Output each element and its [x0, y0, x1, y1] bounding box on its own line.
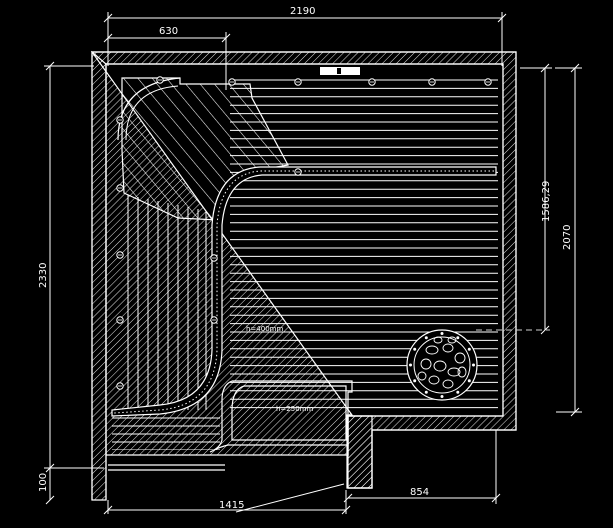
lights — [116, 76, 492, 390]
stove-rim-dot — [413, 347, 417, 351]
top-vent-slot — [337, 68, 341, 74]
upper-bench-height: h=400mm — [246, 325, 283, 333]
corner-bench-rounded-edge-inner — [125, 85, 179, 141]
lower-bench-height: h=250mm — [276, 405, 313, 413]
wall-left-lower — [91, 50, 107, 501]
dim-door-width: 1415 — [219, 500, 244, 511]
dim-notch-width: 854 — [410, 487, 429, 498]
sauna-stove — [406, 329, 478, 401]
stove-rim-dot — [440, 332, 444, 335]
wall-outer-outline — [91, 51, 517, 500]
stove-rim-dot — [467, 379, 471, 383]
stove-stone — [420, 358, 432, 370]
dim-left-height: 2330 — [38, 263, 49, 288]
dim-right-height: 2070 — [562, 225, 573, 250]
lower-bench-inner — [231, 385, 347, 441]
stove-stone — [433, 336, 443, 344]
stove-stone — [447, 336, 457, 344]
stove-rim-dot — [409, 363, 412, 367]
dim-total-width: 2190 — [290, 6, 315, 17]
stove-rim-dot — [440, 395, 444, 398]
stove-rim-dot — [456, 390, 460, 394]
corner-bench-hatched — [121, 77, 289, 221]
stove-stone — [433, 360, 447, 372]
dimension-lines — [44, 12, 582, 515]
lower-bench-step-curve — [209, 380, 233, 453]
upper-bench-edge — [111, 166, 497, 417]
stove-stone — [457, 366, 467, 378]
stove-stone — [454, 352, 466, 364]
dim-right-inner-height: 1586,29 — [541, 181, 552, 222]
stove-stone — [442, 379, 454, 389]
corner-bench-rounded-edge — [117, 77, 181, 141]
stove-stone — [417, 371, 427, 381]
dim-top-segment: 630 — [159, 26, 178, 37]
upper-bench-edge-dots — [113, 170, 494, 414]
bench-slats — [112, 79, 498, 450]
dim-bottom-left-offset: 100 — [38, 473, 49, 492]
stove-stone — [442, 343, 454, 353]
wall-notch — [347, 415, 373, 489]
stove-rim-dot — [467, 347, 471, 351]
stove-stone — [447, 367, 461, 377]
stove-rim-dot — [424, 336, 428, 340]
stove-rim-dot — [472, 363, 475, 367]
stove-rim-dot — [424, 390, 428, 394]
stove-stone — [425, 345, 439, 355]
stove-rim-dot — [456, 336, 460, 340]
stove-stone — [428, 375, 440, 385]
stove-rim-dot — [413, 379, 417, 383]
